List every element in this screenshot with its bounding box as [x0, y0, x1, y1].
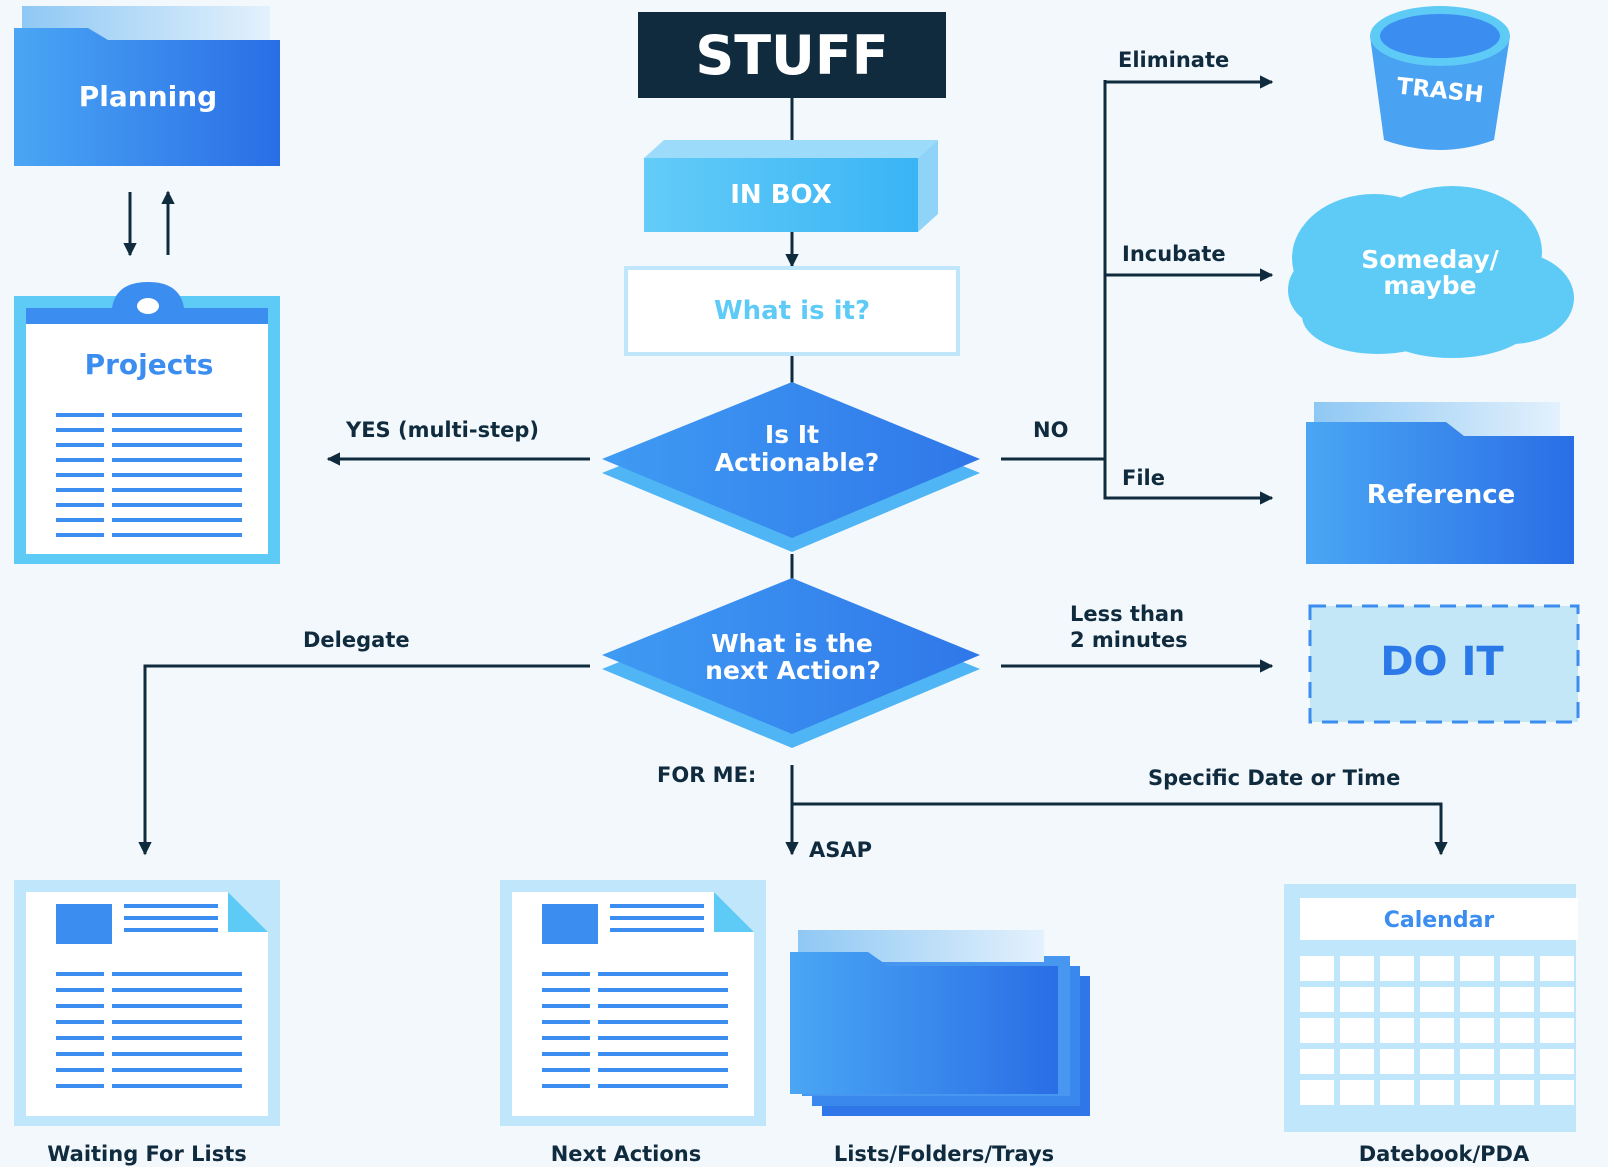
less-than-label-line1: Less than	[1070, 602, 1184, 626]
calendar-cell	[1300, 1049, 1334, 1074]
captions: Waiting For Lists Next Actions Lists/Fol…	[47, 1142, 1530, 1166]
calendar-label: Calendar	[1384, 908, 1495, 933]
file-label: File	[1122, 466, 1165, 490]
calendar-cell	[1300, 987, 1334, 1012]
someday-label-line1: Someday/	[1361, 245, 1499, 274]
stuff-label: STUFF	[695, 24, 888, 87]
planning-label: Planning	[79, 80, 217, 113]
datebook-caption: Datebook/PDA	[1359, 1142, 1530, 1166]
calendar-cell	[1460, 1080, 1494, 1105]
next-actions-caption: Next Actions	[551, 1142, 702, 1166]
calendar-cell	[1420, 987, 1454, 1012]
next-action-decision: What is the next Action?	[602, 578, 980, 748]
calendar-cell	[1420, 1018, 1454, 1043]
calendar-cell	[1380, 987, 1414, 1012]
for-me-label: FOR ME:	[657, 763, 756, 787]
folder-icon: Reference	[1306, 402, 1574, 564]
calendar-cell	[1420, 1049, 1454, 1074]
waiting-for-caption: Waiting For Lists	[47, 1142, 247, 1166]
calendar-cell	[1340, 1080, 1374, 1105]
delegate-arrow	[138, 664, 590, 856]
calendar-cell	[1460, 1018, 1494, 1043]
specific-date-label: Specific Date or Time	[1148, 766, 1400, 790]
lists-folders-caption: Lists/Folders/Trays	[834, 1142, 1054, 1166]
specific-date-arrow	[792, 802, 1448, 856]
calendar-cell	[1460, 1049, 1494, 1074]
what-is-it-node: What is it?	[624, 266, 960, 356]
actionable-label-line2: Actionable?	[715, 448, 879, 477]
trash-bucket-icon: TRASH	[1370, 6, 1510, 150]
do-it-label: DO IT	[1380, 639, 1504, 685]
edge-labels: Eliminate Incubate File NO YES (multi-st…	[303, 48, 1400, 862]
eliminate-label: Eliminate	[1118, 48, 1229, 72]
actionable-decision: Is It Actionable?	[602, 382, 980, 552]
calendar-cell	[1300, 1080, 1334, 1105]
calendar-icon: Calendar	[1284, 884, 1578, 1132]
calendar-cell	[1540, 1049, 1574, 1074]
document-icon	[500, 880, 766, 1126]
next-action-label-line1: What is the	[711, 629, 873, 658]
calendar-cell	[1540, 956, 1574, 981]
folder-icon: Planning	[14, 6, 280, 166]
file-path-arrow	[1103, 459, 1274, 505]
cloud-icon: Someday/ maybe	[1288, 186, 1574, 358]
calendar-cell	[1380, 1018, 1414, 1043]
yes-multistep-label: YES (multi-step)	[345, 418, 539, 442]
what-is-it-label: What is it?	[714, 296, 870, 326]
calendar-cell	[1420, 1080, 1454, 1105]
calendar-cell	[1460, 987, 1494, 1012]
calendar-grid	[1300, 956, 1574, 1105]
asap-label: ASAP	[809, 838, 872, 862]
calendar-cell	[1340, 1018, 1374, 1043]
clipboard-lines	[56, 413, 242, 537]
calendar-cell	[1500, 1018, 1534, 1043]
document-icon	[14, 880, 280, 1126]
delegate-label: Delegate	[303, 628, 410, 652]
calendar-cell	[1500, 987, 1534, 1012]
calendar-cell	[1460, 956, 1494, 981]
calendar-cell	[1500, 1080, 1534, 1105]
someday-label-line2: maybe	[1383, 271, 1476, 300]
calendar-cell	[1380, 1080, 1414, 1105]
calendar-cell	[1340, 987, 1374, 1012]
actionable-label-line1: Is It	[765, 420, 819, 449]
stuff-node: STUFF	[638, 12, 946, 98]
incubate-label: Incubate	[1122, 242, 1226, 266]
connectors	[123, 75, 1448, 856]
inbox-node: IN BOX	[644, 140, 938, 232]
folder-stack-icon	[790, 930, 1090, 1116]
calendar-cell	[1540, 1080, 1574, 1105]
calendar-cell	[1340, 1049, 1374, 1074]
less-than-label-line2: 2 minutes	[1070, 628, 1188, 652]
calendar-cell	[1540, 1018, 1574, 1043]
calendar-cell	[1420, 956, 1454, 981]
calendar-cell	[1500, 956, 1534, 981]
calendar-cell	[1300, 1018, 1334, 1043]
inbox-label: IN BOX	[730, 180, 832, 210]
calendar-cell	[1540, 987, 1574, 1012]
calendar-cell	[1500, 1049, 1534, 1074]
calendar-cell	[1380, 1049, 1414, 1074]
calendar-cell	[1380, 956, 1414, 981]
next-action-label-line2: next Action?	[705, 656, 881, 685]
projects-label: Projects	[85, 348, 214, 381]
clipboard-icon: Projects	[14, 282, 280, 564]
no-label: NO	[1033, 418, 1068, 442]
calendar-cell	[1300, 956, 1334, 981]
calendar-cell	[1340, 956, 1374, 981]
do-it-node: DO IT	[1308, 604, 1580, 724]
reference-label: Reference	[1367, 480, 1516, 510]
